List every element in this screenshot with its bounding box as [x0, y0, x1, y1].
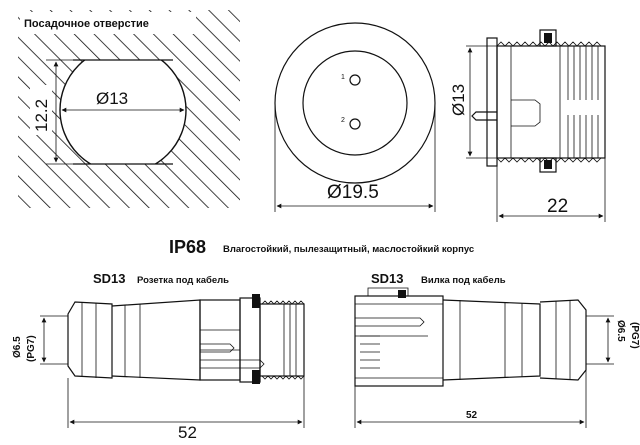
hole-diameter-label: Ø13	[96, 89, 128, 108]
plug-model: SD13	[371, 271, 404, 286]
side-diameter-label: Ø13	[449, 84, 468, 116]
socket-model: SD13	[93, 271, 126, 286]
plug-drawing: SD13 Вилка под кабель Ø6.5 (PG7)	[354, 271, 640, 428]
socket-cable-diameter: Ø6.5	[12, 336, 23, 358]
hole-height-label: 12.2	[32, 99, 51, 132]
pin-1-label: 1	[341, 74, 345, 81]
inner-insert-circle	[302, 50, 408, 156]
ip-rating-description: Влагостойкий, пылезащитный, маслостойкий…	[223, 244, 474, 255]
pin-1	[349, 74, 361, 86]
ip-rating: IP68	[169, 237, 206, 257]
socket-drawing: SD13 Розетка под кабель Ø6.5	[12, 271, 305, 442]
plug-cable-gland: (PG7)	[629, 322, 640, 349]
mounting-hole-panel: Посадочное отверстие Ø13 12.2	[18, 10, 240, 208]
pin-2-label: 2	[341, 117, 345, 124]
socket-cable-gland: (PG7)	[26, 335, 37, 362]
plug-cable-diameter: Ø6.5	[615, 320, 626, 342]
side-view: Ø13 22	[448, 29, 606, 222]
outer-flange-circle	[274, 22, 436, 184]
socket-title: Розетка под кабель	[137, 275, 229, 286]
face-diameter-label: Ø19.5	[327, 182, 379, 203]
plug-title: Вилка под кабель	[421, 275, 506, 286]
side-length-label: 22	[547, 196, 568, 217]
title-backdrop	[20, 12, 196, 34]
socket-length-label: 52	[178, 423, 197, 442]
face-view: 1 2 Ø19.5	[274, 22, 436, 212]
plug-length-label: 52	[466, 410, 478, 421]
hole-title: Посадочное отверстие	[24, 18, 149, 30]
pin-2	[349, 118, 361, 130]
